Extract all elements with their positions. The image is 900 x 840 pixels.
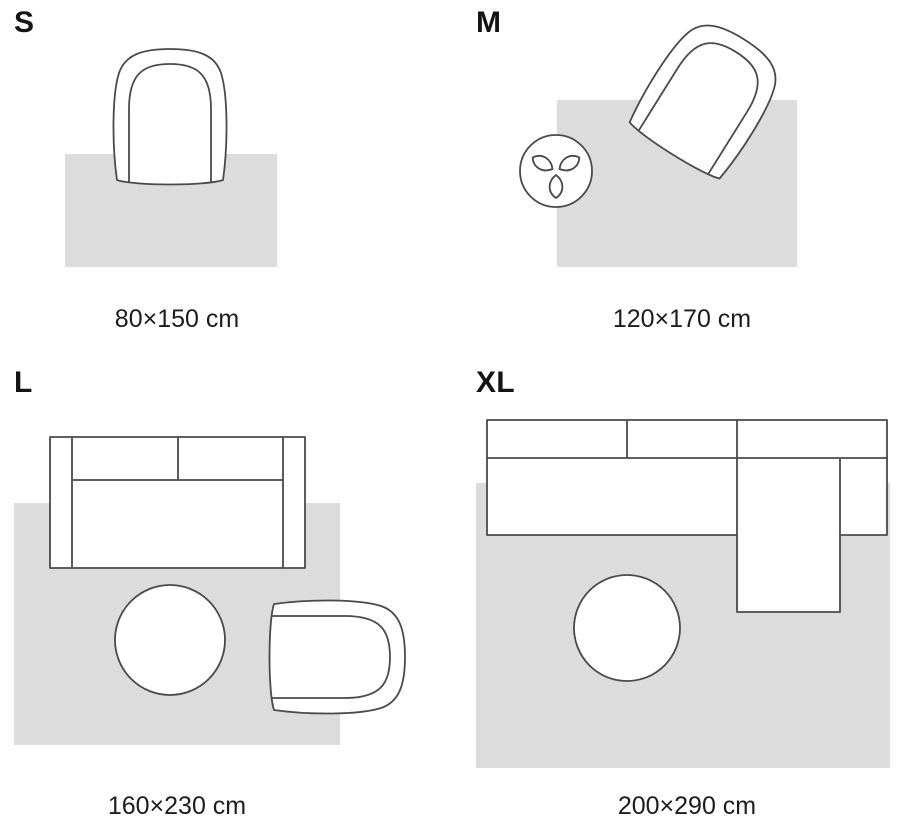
armchair-top-view-icon xyxy=(268,599,406,715)
sofa-top-view-icon xyxy=(49,436,306,569)
armchair-top-view-icon xyxy=(112,48,228,186)
size-caption-xl: 200×290 cm xyxy=(617,792,757,820)
coffee-table-icon xyxy=(573,574,681,682)
plant-top-view-icon xyxy=(519,134,593,208)
size-caption-l: 160×230 cm xyxy=(107,792,247,820)
panel-xl-illustration xyxy=(476,419,890,768)
size-label-s: S xyxy=(14,6,35,39)
size-label-xl: XL xyxy=(476,366,515,399)
size-caption-s: 80×150 cm xyxy=(114,305,240,333)
size-caption-m: 120×170 cm xyxy=(612,305,752,333)
panel-m-illustration xyxy=(519,8,797,267)
corner-sofa-top-view-icon xyxy=(486,419,888,613)
size-label-l: L xyxy=(14,366,33,399)
panel-l-illustration xyxy=(14,436,406,745)
size-label-m: M xyxy=(476,6,502,39)
panel-s-illustration xyxy=(65,48,277,267)
coffee-table-icon xyxy=(114,584,226,696)
